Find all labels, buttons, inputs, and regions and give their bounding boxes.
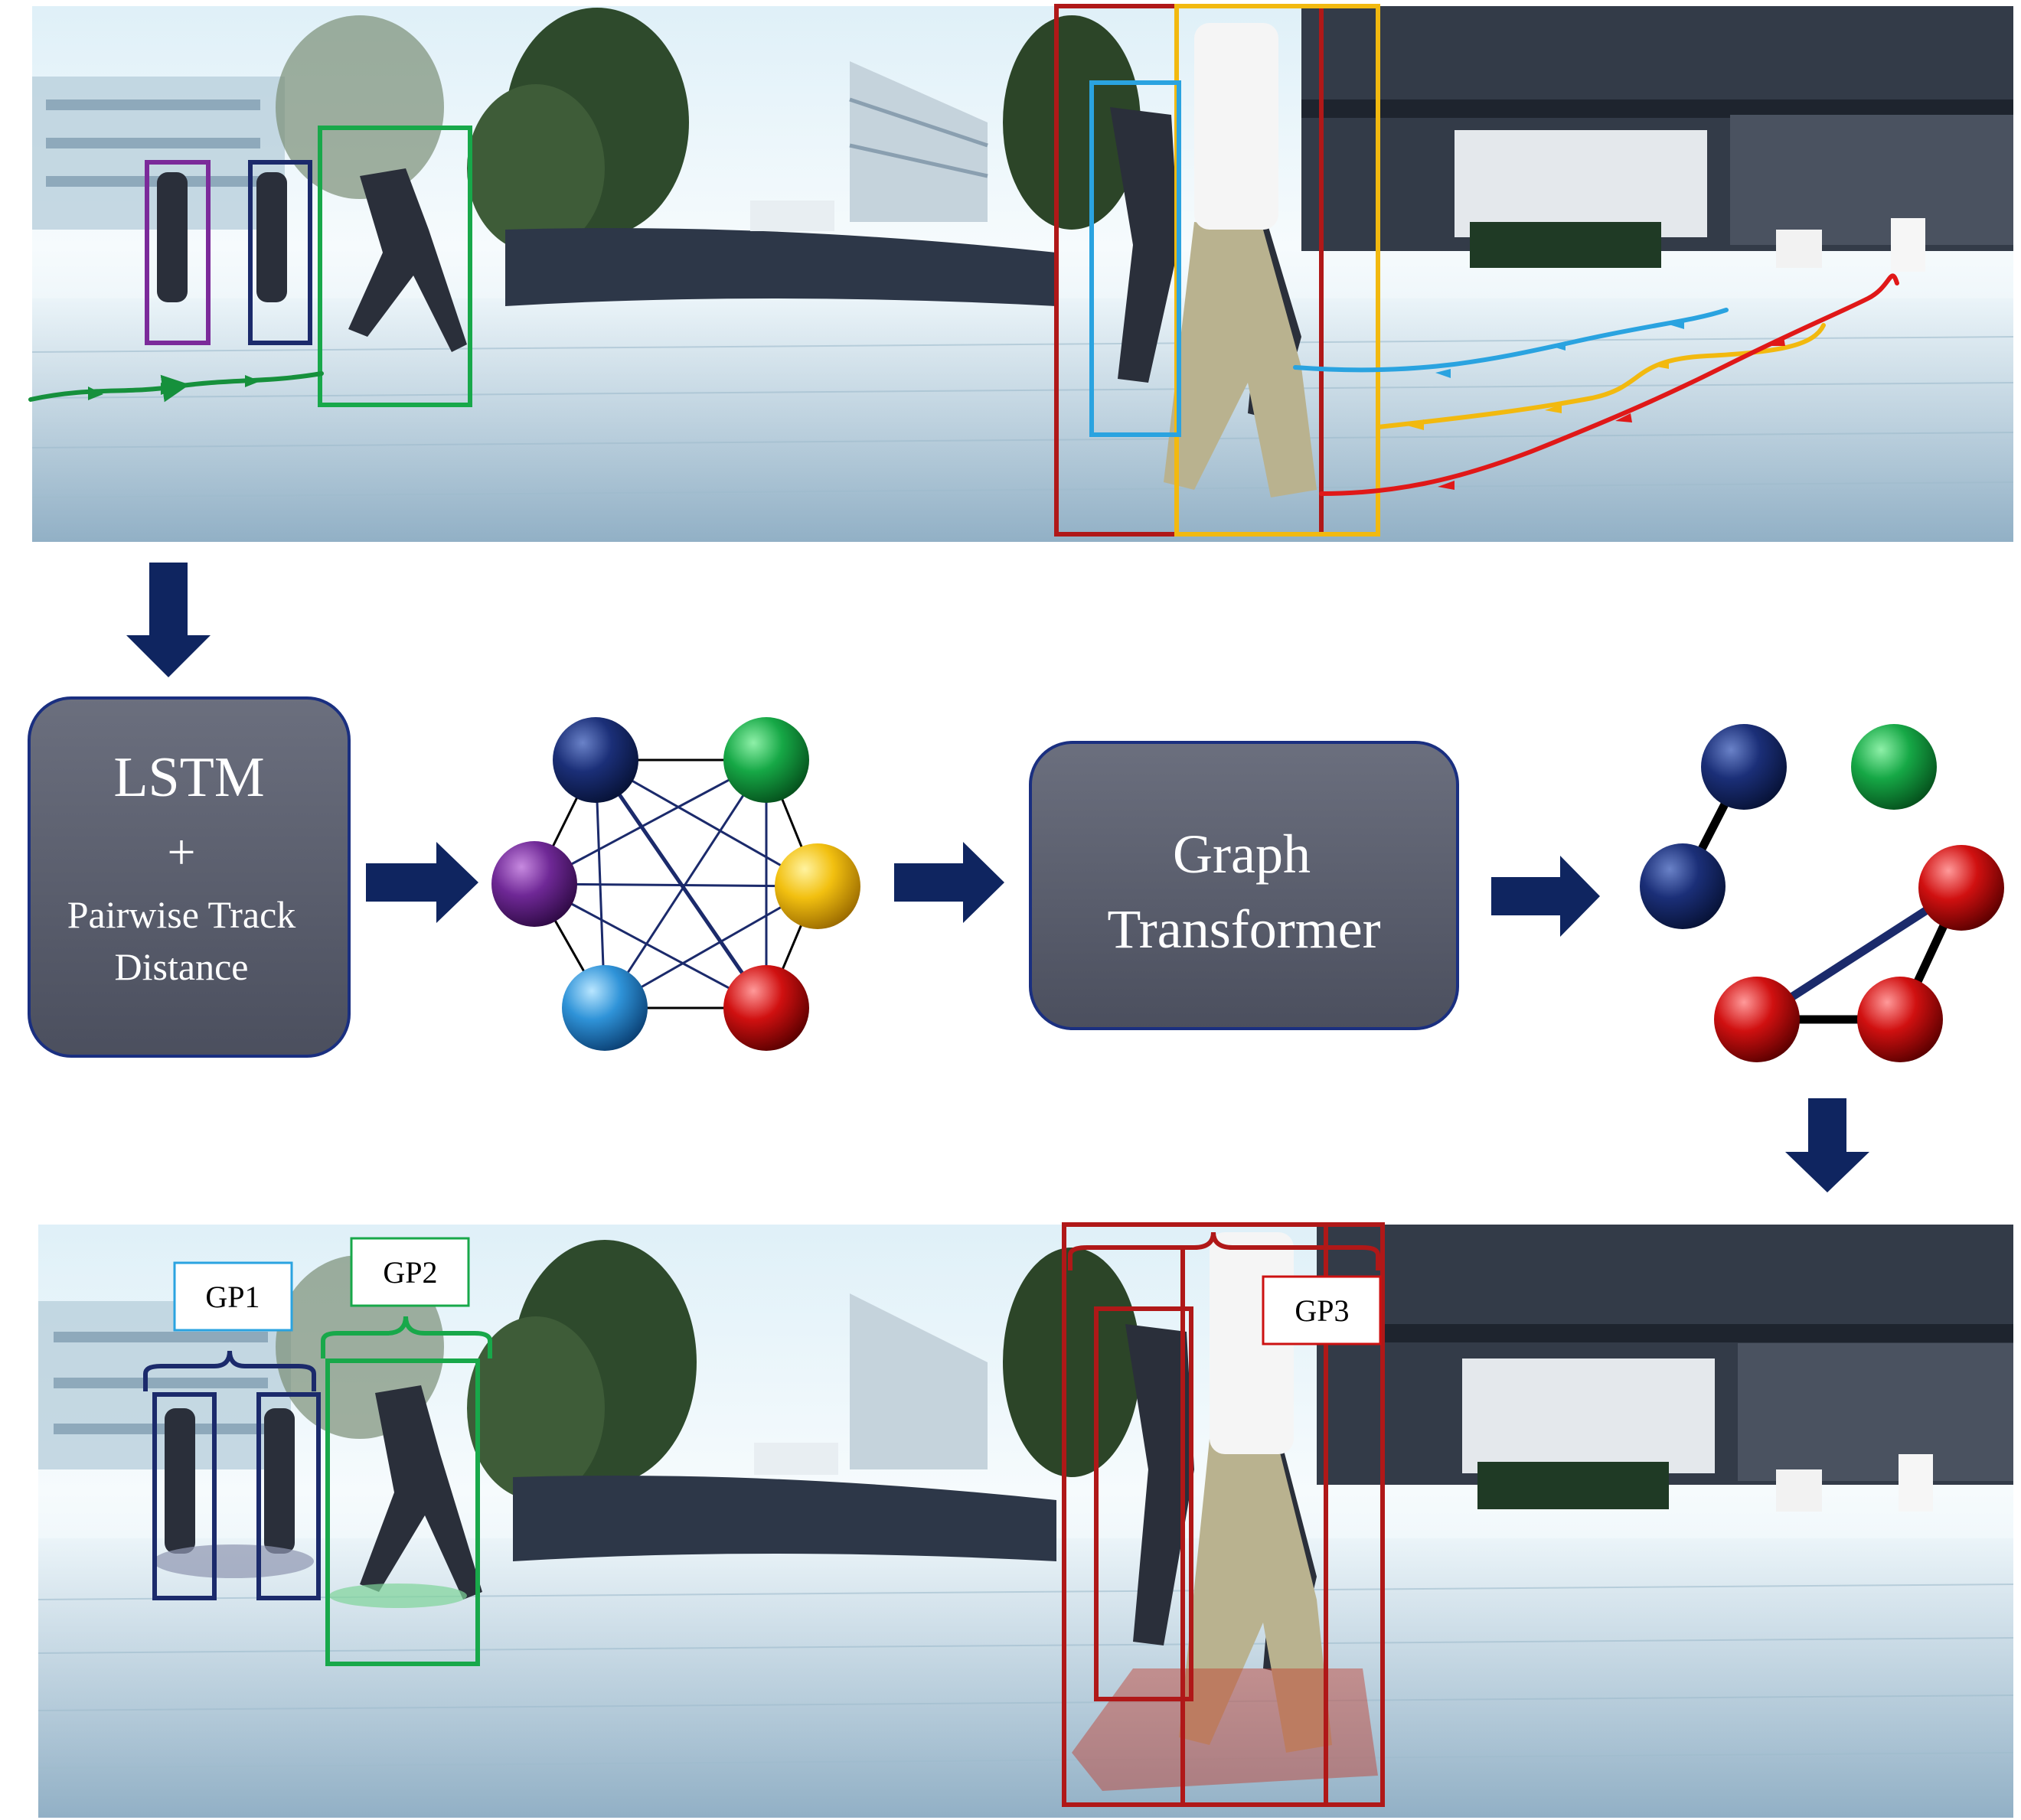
lstm-box: LSTM + Pairwise Track Distance (28, 696, 351, 1058)
gp2-brace (321, 1316, 492, 1358)
out-node-navy-2 (1640, 843, 1726, 929)
node-blue (562, 965, 648, 1051)
gp3-text: GP3 (1295, 1293, 1349, 1328)
trajectory-yellow (1376, 323, 1826, 429)
lstm-line1: LSTM (113, 746, 264, 809)
bbox-blue-person (1089, 80, 1181, 437)
gp1-box-b (256, 1392, 321, 1600)
gp2-text: GP2 (383, 1255, 437, 1290)
transformer-line2: Transformer (1107, 899, 1380, 960)
node-yellow (775, 843, 860, 929)
node-purple (491, 841, 577, 927)
trajectory-red (1319, 273, 1899, 496)
arrow-right-1 (366, 842, 478, 923)
out-node-navy-1 (1701, 724, 1787, 810)
arrow-down-1 (126, 563, 211, 677)
full-graph (491, 717, 860, 1051)
node-navy (553, 717, 638, 803)
out-node-red-3 (1857, 977, 1943, 1062)
gp3-label: GP3 (1262, 1275, 1382, 1345)
gp1-text: GP1 (205, 1280, 260, 1314)
bbox-navy-person (248, 160, 312, 345)
lstm-line3: Pairwise Track (67, 893, 296, 936)
transformer-line1: Graph (1173, 824, 1311, 885)
top-trajectories (28, 273, 1899, 496)
node-green (723, 717, 809, 803)
graph-transformer-box: Graph Transformer (1029, 741, 1459, 1030)
arrow-right-2 (894, 842, 1004, 923)
out-node-red-1 (1918, 845, 2004, 931)
bottom-scene-photo (38, 1225, 2014, 1818)
lstm-line2: + (167, 824, 195, 880)
bbox-green-person (318, 126, 472, 407)
gp2-label: GP2 (350, 1237, 470, 1307)
gp3-brace (1068, 1231, 1380, 1270)
arrow-right-3 (1491, 856, 1600, 937)
gp1-label: GP1 (173, 1261, 293, 1332)
trajectory-green (28, 371, 324, 403)
gp2-box (325, 1358, 480, 1666)
gp3-box-inner (1094, 1306, 1193, 1701)
top-bounding-boxes (145, 4, 1380, 537)
top-scene-photo (31, 6, 2014, 542)
bbox-purple-person (145, 160, 211, 345)
lstm-line4: Distance (115, 945, 249, 988)
out-node-green (1851, 724, 1937, 810)
gp1-box-a (152, 1392, 217, 1600)
bottom-group-boxes (143, 1222, 1385, 1807)
gp1-brace (143, 1350, 316, 1391)
grouped-graph (1640, 724, 2004, 1062)
arrow-down-2 (1785, 1098, 1869, 1192)
gp3-box-outer (1062, 1222, 1385, 1807)
node-red (723, 965, 809, 1051)
out-node-red-2 (1714, 977, 1800, 1062)
